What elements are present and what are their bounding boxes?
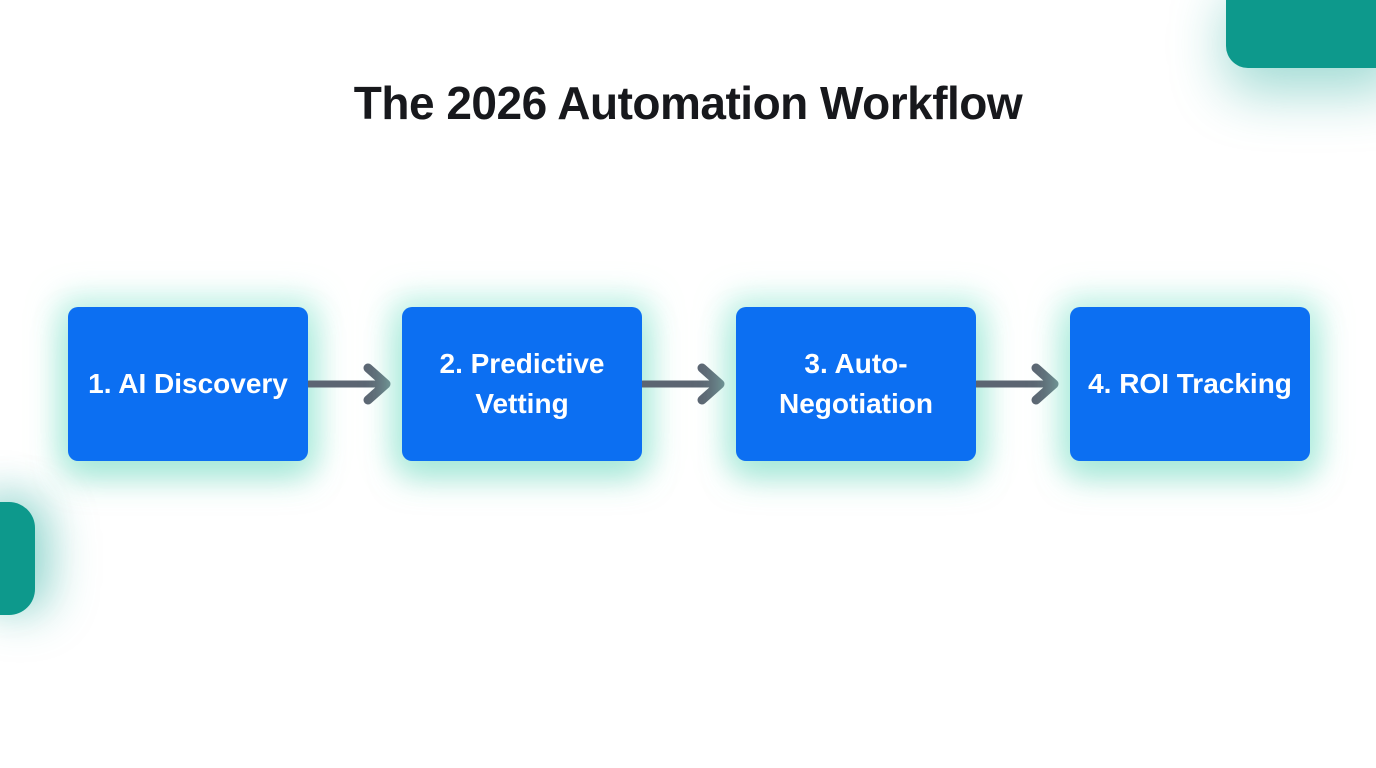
right-arrow-icon [642, 363, 725, 405]
flow-step-3-label: 3. Auto-Negotiation [779, 348, 933, 419]
flow-step-4: 4. ROI Tracking [1070, 307, 1310, 461]
workflow-diagram: 1. AI Discovery 2. Predictive Vetting 3.… [68, 307, 1310, 461]
right-arrow-icon [308, 363, 391, 405]
right-arrow-icon [976, 363, 1059, 405]
flow-step-3: 3. Auto-Negotiation [736, 307, 976, 461]
flow-arrow-2 [642, 362, 736, 406]
flow-step-1-label: 1. AI Discovery [88, 368, 288, 400]
flow-step-2: 2. Predictive Vetting [402, 307, 642, 461]
flow-step-2-label: 2. Predictive Vetting [439, 348, 605, 419]
teal-edge-decoration-left [0, 502, 35, 615]
flow-arrow-3 [976, 362, 1070, 406]
flow-step-1: 1. AI Discovery [68, 307, 308, 461]
page-title: The 2026 Automation Workflow [353, 77, 1023, 129]
teal-corner-decoration-top-right [1226, 0, 1376, 68]
flow-arrow-1 [308, 362, 402, 406]
flow-step-4-label: 4. ROI Tracking [1088, 368, 1292, 400]
